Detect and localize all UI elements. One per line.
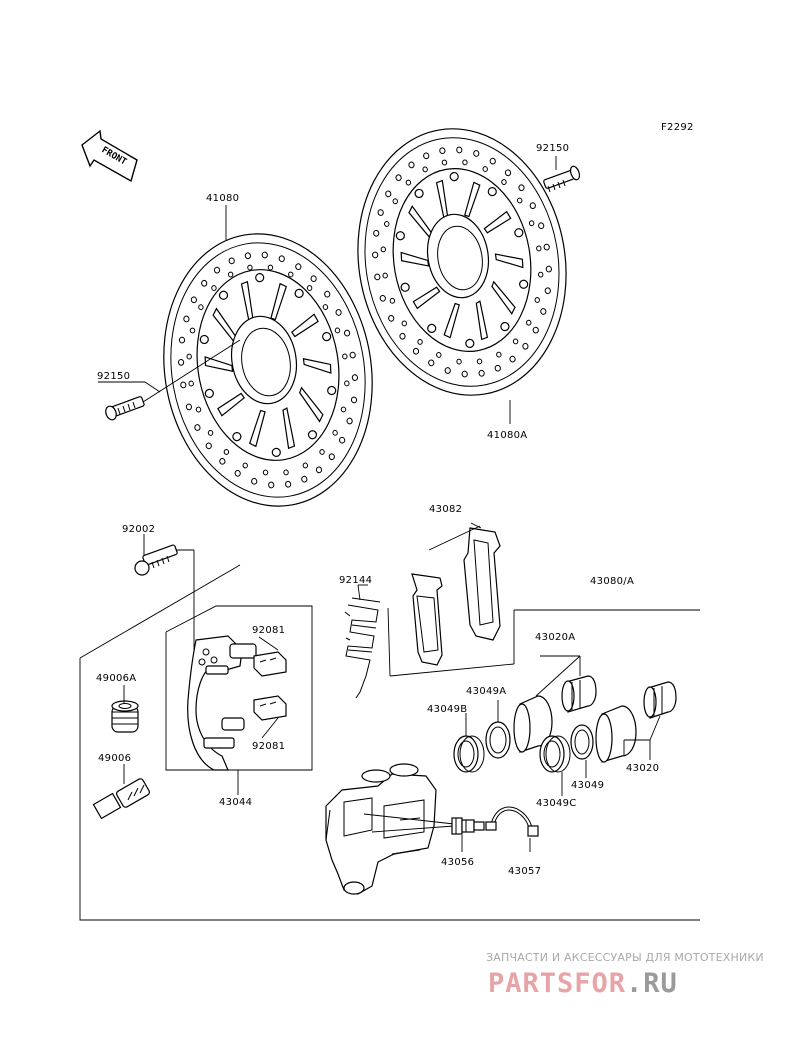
label-43049A: 43049A (466, 686, 506, 697)
piston-b (595, 705, 637, 763)
bleeder-valve (451, 817, 485, 835)
caliper-bracket (187, 635, 257, 771)
label-92144: 92144 (339, 575, 372, 586)
seal-43049C (539, 735, 571, 773)
pad-retainer-top (253, 651, 287, 677)
slide-pin (92, 778, 150, 820)
brake-disc-right (357, 128, 567, 396)
disc-bolt-right (543, 165, 581, 193)
slide-pin-boot (111, 700, 139, 733)
brake-pipe (485, 806, 539, 837)
disc-bolt-left (105, 396, 145, 421)
label-49006: 49006 (98, 753, 131, 764)
label-43049C: 43049C (536, 798, 577, 809)
label-92002: 92002 (122, 524, 155, 535)
label-92081-bottom: 92081 (252, 741, 285, 752)
watermark-logo-domain: .RU (626, 968, 678, 999)
label-43082: 43082 (429, 504, 462, 515)
watermark: ЗАПЧАСТИ И АКСЕССУАРЫ ДЛЯ МОТОТЕХНИКИ PA… (486, 951, 764, 999)
label-43080A: 43080/A (590, 576, 634, 587)
front-arrow-icon: FRONT (81, 129, 138, 183)
piston-b-cap (643, 681, 677, 719)
seal-43049B (453, 735, 485, 773)
label-43056: 43056 (441, 857, 474, 868)
diagram-code: F2292 (661, 122, 694, 133)
label-92081-top: 92081 (252, 625, 285, 636)
piston-a (513, 695, 553, 753)
pad-spring (344, 584, 381, 699)
brake-pads (387, 522, 700, 677)
label-92150-left: 92150 (97, 371, 130, 382)
watermark-logo-main: PARTSFOR (488, 968, 626, 999)
label-43049B: 43049B (427, 704, 467, 715)
label-43020A: 43020A (535, 632, 575, 643)
label-43057: 43057 (508, 866, 541, 877)
label-43049: 43049 (571, 780, 604, 791)
label-49006A: 49006A (96, 673, 136, 684)
watermark-logo: PARTSFOR.RU (488, 968, 678, 999)
label-92150-right: 92150 (536, 143, 569, 154)
label-43044: 43044 (219, 797, 252, 808)
piston-a-cap (561, 675, 597, 713)
caliper-bolt (134, 544, 178, 576)
label-41080: 41080 (206, 193, 239, 204)
label-43020: 43020 (626, 763, 659, 774)
caliper-body (325, 763, 437, 895)
seal-43049A (485, 721, 511, 759)
seal-43049 (570, 724, 594, 760)
pad-retainer-bottom (253, 695, 287, 721)
brake-disc-left (163, 233, 373, 507)
watermark-tagline: ЗАПЧАСТИ И АКСЕССУАРЫ ДЛЯ МОТОТЕХНИКИ (486, 951, 764, 964)
label-41080A: 41080A (487, 430, 527, 441)
